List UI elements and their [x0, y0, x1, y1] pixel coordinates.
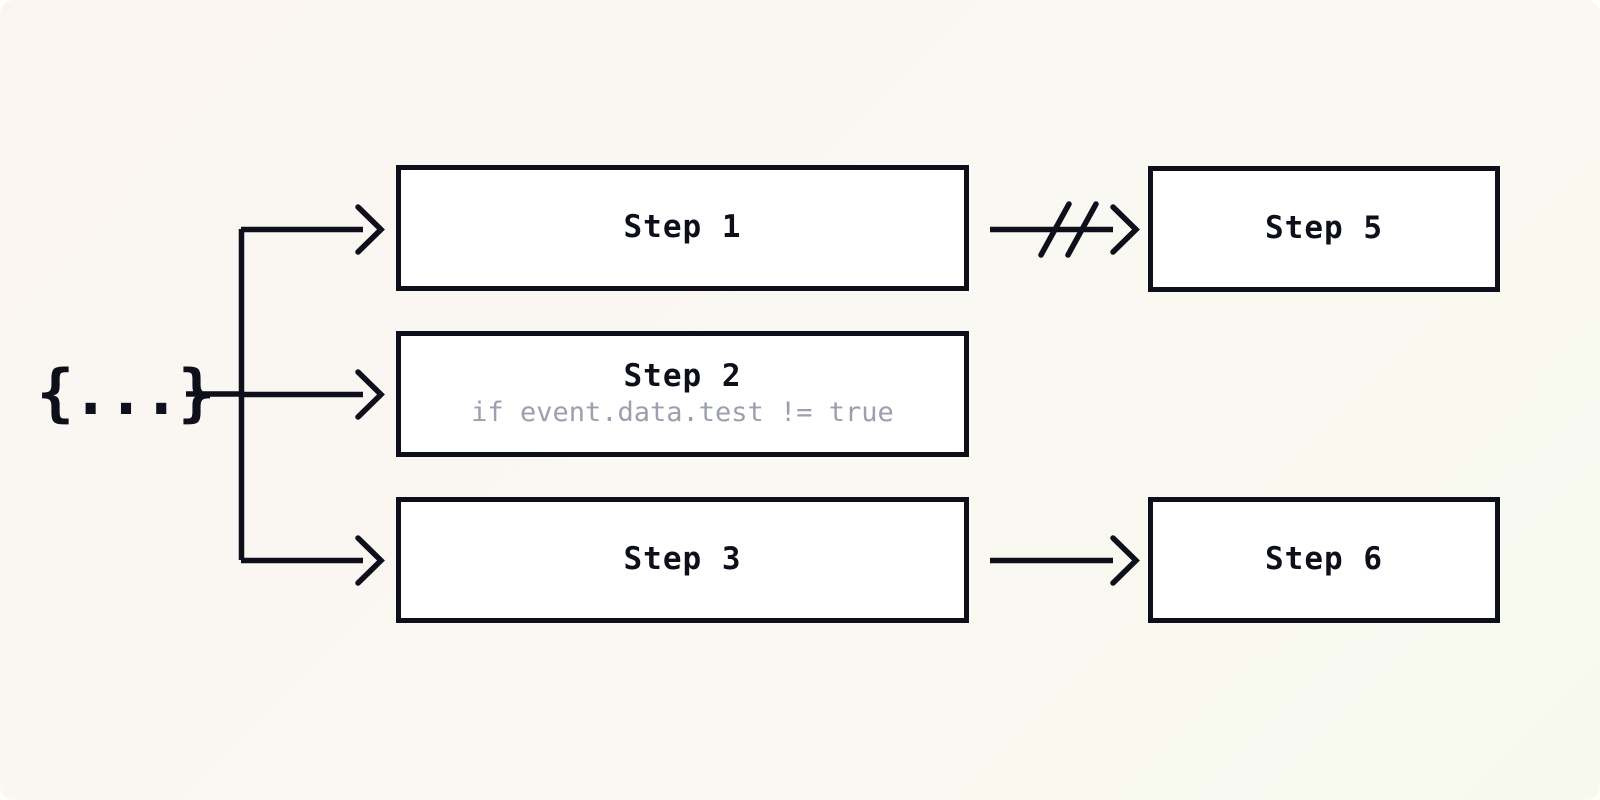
node-step6-title: Step 6	[1265, 541, 1383, 578]
node-step2-title: Step 2	[623, 357, 742, 394]
edge-cross-slash-2	[1065, 201, 1099, 258]
edge-cross-slash-1	[1038, 201, 1072, 258]
arrowhead-to-step6	[1110, 535, 1140, 586]
arrowhead-to-step3	[355, 535, 385, 586]
node-step2[interactable]: Step 2 if event.data.test != true	[396, 331, 969, 457]
node-step3[interactable]: Step 3	[396, 497, 969, 623]
trigger-payload-label: {...}	[36, 356, 216, 429]
node-step1[interactable]: Step 1	[396, 165, 969, 291]
arrowhead-to-step1	[355, 204, 385, 255]
arrowhead-to-step5	[1110, 204, 1140, 255]
node-step6[interactable]: Step 6	[1148, 497, 1500, 623]
arrowhead-to-step2	[355, 369, 385, 420]
node-step5-title: Step 5	[1265, 210, 1383, 247]
node-step3-title: Step 3	[623, 541, 742, 578]
node-step1-title: Step 1	[623, 209, 742, 246]
node-step5[interactable]: Step 5	[1148, 166, 1500, 292]
node-step2-condition: if event.data.test != true	[471, 396, 894, 428]
